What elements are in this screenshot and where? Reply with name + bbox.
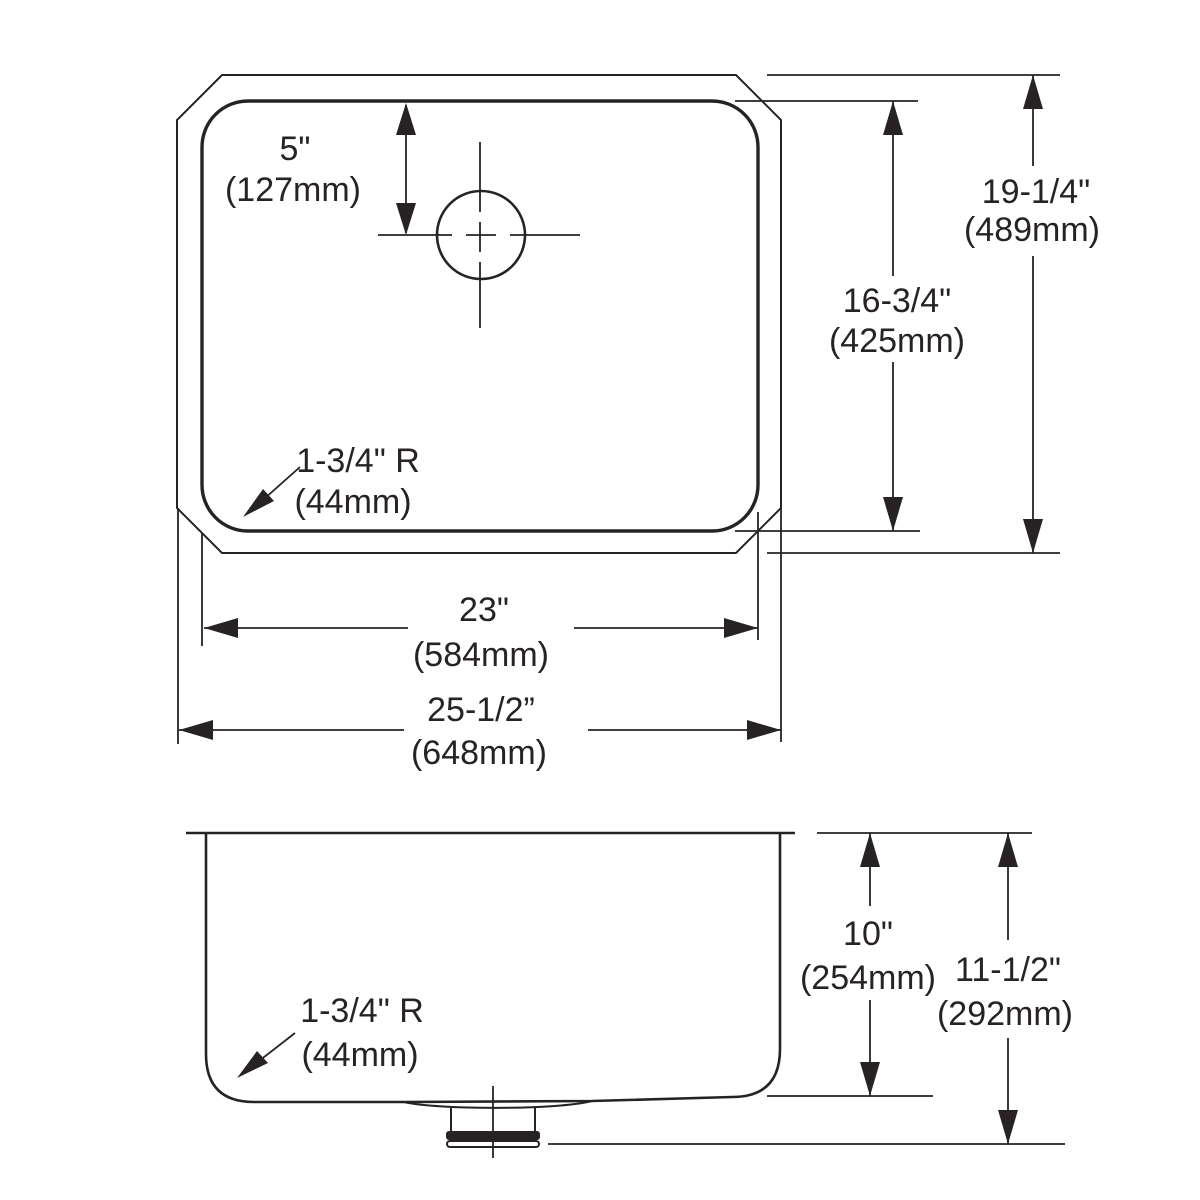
bowl-front-to-back-mm-label: (425mm) [829, 322, 965, 360]
sink-bowl-profile [204, 833, 782, 1104]
dim-hole-offset: 5" (127mm) [225, 103, 416, 235]
dim-bowl-width: 23" (584mm) [204, 591, 758, 674]
bowl-depth-inch-label: 10" [843, 915, 893, 953]
hole-offset-inch-label: 5" [280, 130, 311, 168]
arrow-up-icon [1023, 75, 1043, 109]
corner-radius-mm-label: (44mm) [294, 483, 411, 521]
arrow-up-icon [860, 833, 880, 867]
overall-width-mm-label: (648mm) [411, 734, 547, 772]
sink-outer-rim-outline [176, 74, 782, 554]
overall-height-mm-label: (292mm) [937, 995, 1073, 1033]
sink-side-view: 1-3/4" R (44mm) 10" (254mm) 11-1/2" (292… [186, 831, 1073, 1158]
callout-corner-radius-side: 1-3/4" R (44mm) [237, 992, 424, 1078]
faucet-hole [378, 142, 580, 328]
callout-corner-radius-top: 1-3/4" R (44mm) [243, 442, 420, 521]
side-corner-radius-inch-label: 1-3/4" R [300, 992, 424, 1030]
arrow-down-icon [998, 1110, 1018, 1144]
bowl-width-mm-label: (584mm) [413, 636, 549, 674]
overall-width-inch-label: 25-1/2” [427, 691, 535, 729]
overall-front-to-back-inch-label: 19-1/4" [982, 173, 1090, 211]
bowl-width-inch-label: 23" [459, 591, 509, 629]
arrow-down-icon [883, 497, 903, 531]
arrow-up-icon [998, 833, 1018, 867]
arrow-right-icon [724, 618, 758, 638]
dim-overall-width: 25-1/2” (648mm) [179, 691, 781, 772]
drain-outlet [403, 1086, 593, 1158]
arrow-left-icon [179, 720, 213, 740]
sink-bowl-outline [200, 99, 760, 533]
arrow-down-icon [860, 1062, 880, 1096]
arrow-up-icon [396, 103, 416, 135]
arrow-down-icon [396, 203, 416, 235]
hole-offset-mm-label: (127mm) [225, 171, 361, 209]
sink-top-view: 5" (127mm) 1-3/4" R (44mm) 16-3/4" (425m… [176, 74, 1100, 772]
bowl-front-to-back-inch-label: 16-3/4" [843, 282, 951, 320]
arrow-up-icon [883, 101, 903, 135]
arrow-left-icon [204, 618, 238, 638]
dim-overall-height: 11-1/2" (292mm) [937, 833, 1073, 1144]
dim-overall-front-to-back: 19-1/4" (489mm) [964, 75, 1100, 553]
arrow-down-icon [1023, 519, 1043, 553]
leader-arrow-icon [243, 489, 274, 517]
side-corner-radius-mm-label: (44mm) [301, 1036, 418, 1074]
arrow-right-icon [747, 720, 781, 740]
overall-height-inch-label: 11-1/2" [955, 951, 1061, 989]
corner-radius-inch-label: 1-3/4" R [296, 442, 420, 480]
bowl-depth-mm-label: (254mm) [800, 959, 936, 997]
dim-bowl-depth: 10" (254mm) [800, 833, 936, 1096]
dim-bowl-front-to-back: 16-3/4" (425mm) [829, 101, 965, 531]
overall-front-to-back-mm-label: (489mm) [964, 211, 1100, 249]
drain-flange [403, 1100, 593, 1109]
leader-arrow-icon [237, 1051, 268, 1078]
